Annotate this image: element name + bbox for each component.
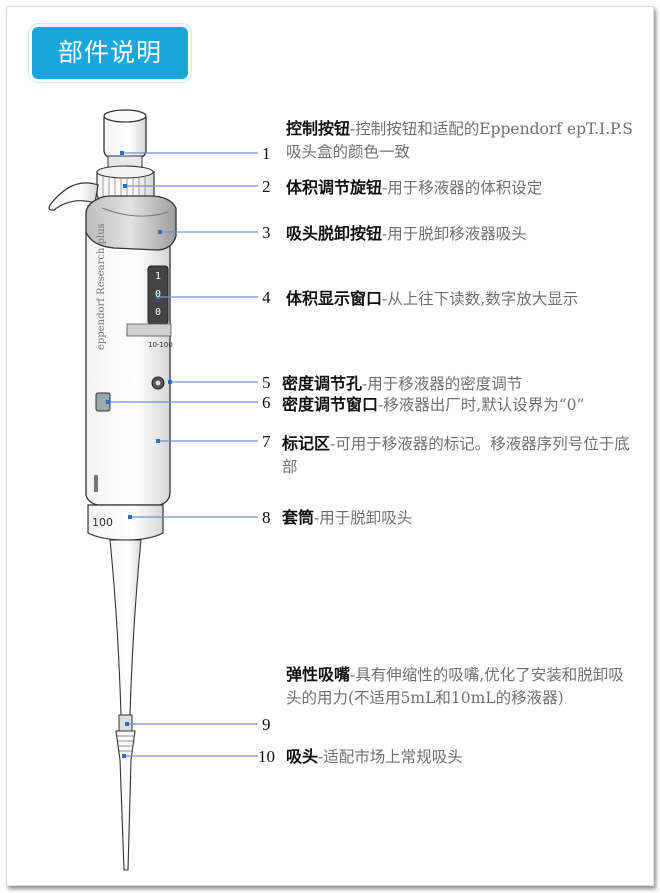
item-sep: - [350,120,356,138]
item-sep: - [382,290,388,308]
label-number-9: 9 [262,715,271,734]
sleeve-mark: 100 [92,516,113,529]
item-name: 体积调节旋钮 [286,178,383,197]
item-name: 吸头脱卸按钮 [286,224,383,243]
leader-lines [108,152,258,757]
item-desc: 用于移液器的密度调节 [367,375,523,393]
item-desc: 用于移液器的体积设定 [387,179,543,197]
plunger-button [103,117,147,159]
item-sep: - [330,435,336,453]
volume-digits: 1 0 0 [151,268,165,322]
brand-text: eppendorf Research plus [96,223,107,350]
item-volume-knob: 体积调节旋钮-用于移液器的体积设定 [286,176,636,200]
item-sep: - [362,375,368,393]
item-desc: 移液器出厂时,默认设界为“0” [383,396,585,414]
pipette-tip [115,730,136,871]
item-name: 套筒 [282,508,315,527]
item-name: 控制按钮 [286,119,351,138]
item-sep: - [382,225,388,243]
item-density-hole: 密度调节孔-用于移液器的密度调节 [282,372,636,396]
item-name: 密度调节窗口 [282,395,379,414]
label-number-3: 3 [262,223,271,242]
label-number-8: 8 [262,508,271,527]
item-desc: 控制按钮和适配的Eppendorf epT.I.P.S吸头盒的颜色一致 [286,120,633,161]
item-ejector-button: 吸头脱卸按钮-用于脱卸移液器吸头 [286,222,636,246]
item-name: 吸头 [286,747,319,766]
item-sleeve: 套筒-用于脱卸吸头 [282,506,636,530]
volume-digit: 0 [154,307,162,318]
page-title: 部件说明 [29,24,191,82]
finger-hook [48,182,99,211]
item-display-window: 体积显示窗口-从上往下读数,数字放大显示 [286,287,636,311]
item-sep: - [314,509,320,527]
label-number-10: 10 [258,747,275,766]
item-desc: 可用于移液器的标记。移液器序列号位于底部 [282,435,630,476]
label-number-5: 5 [262,373,271,392]
label-number-6: 6 [262,393,271,412]
item-desc: 适配市场上常规吸头 [323,748,463,766]
item-name: 弹性吸嘴 [286,665,351,684]
item-sep: - [318,748,324,766]
item-desc: 具有伸缩性的吸嘴,优化了安装和脱卸吸头的用力(不适用5mL和10mL的移液器) [286,666,624,707]
pipette-shaft [109,539,142,716]
volume-range-mark: 10-100 [148,341,173,349]
label-number-1: 1 [262,144,271,163]
volume-digit: 0 [154,289,162,300]
item-name: 标记区 [282,434,331,453]
item-sep: - [378,396,384,414]
volume-digit: 1 [154,271,162,282]
item-sep: - [350,666,356,684]
item-desc: 用于脱卸吸头 [319,509,413,527]
item-desc: 用于脱卸移液器吸头 [387,225,527,243]
ejector-button [85,195,177,251]
label-number-7: 7 [262,432,271,451]
item-name: 体积显示窗口 [286,289,383,308]
label-number-4: 4 [262,288,271,307]
item-control-button: 控制按钮-控制按钮和适配的Eppendorf epT.I.P.S吸头盒的颜色一致 [286,117,636,164]
leader-dots [106,151,172,758]
item-desc: 从上往下读数,数字放大显示 [387,290,579,308]
item-density-window: 密度调节窗口-移液器出厂时,默认设界为“0” [282,393,636,417]
item-sep: - [382,179,388,197]
item-tip: 吸头-适配市场上常规吸头 [286,745,636,769]
item-name: 密度调节孔 [282,374,363,393]
item-elastic-cone: 弹性吸嘴-具有伸缩性的吸嘴,优化了安装和脱卸吸头的用力(不适用5mL和10mL的… [286,663,636,710]
label-number-2: 2 [262,177,271,196]
item-label-area: 标记区-可用于移液器的标记。移液器序列号位于底部 [282,432,636,479]
